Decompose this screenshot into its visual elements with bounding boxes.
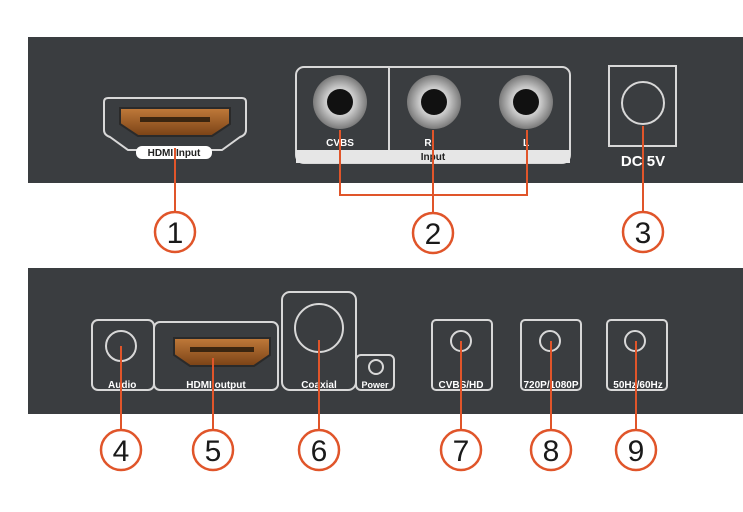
cvbs-rca-jack	[313, 75, 367, 129]
hdmi-input-pins	[140, 117, 210, 122]
callout-number-9: 9	[628, 435, 645, 468]
hdmi-input-port	[103, 97, 247, 151]
audio-label: Audio	[108, 380, 136, 391]
l-rca-jack	[499, 75, 553, 129]
hdmi-output-pins	[190, 347, 254, 352]
callout-7: 7	[439, 428, 483, 472]
callout-number-4: 4	[113, 435, 130, 468]
callout-2: 2	[411, 211, 455, 255]
callout-6: 6	[297, 428, 341, 472]
top-callout-lines	[174, 126, 644, 214]
callout-9: 9	[614, 428, 658, 472]
callout-number-7: 7	[453, 435, 470, 468]
top-panel: HDMI Input Input CVBS R L	[28, 37, 743, 183]
hdmi-output-label: HDMI output	[186, 380, 246, 391]
callout-4: 4	[99, 428, 143, 472]
frequency-label: 50Hz/60Hz	[613, 380, 662, 391]
r-rca-jack	[407, 75, 461, 129]
r-label: R	[424, 138, 432, 149]
callout-1: 1	[153, 210, 197, 254]
callout-number-5: 5	[205, 435, 222, 468]
callout-number-2: 2	[425, 218, 442, 251]
power-label: Power	[361, 380, 389, 390]
callout-8: 8	[529, 428, 573, 472]
power-indicator	[355, 354, 395, 391]
bottom-callout-lines	[120, 340, 637, 430]
callout-number-3: 3	[635, 217, 652, 250]
callout-number-1: 1	[167, 217, 184, 250]
hdmi-output-port	[153, 321, 279, 391]
callout-number-6: 6	[311, 435, 328, 468]
callout-number-8: 8	[543, 435, 560, 468]
callout-3: 3	[621, 210, 665, 254]
av-input-group: Input CVBS R L	[295, 66, 571, 164]
callout-5: 5	[191, 428, 235, 472]
